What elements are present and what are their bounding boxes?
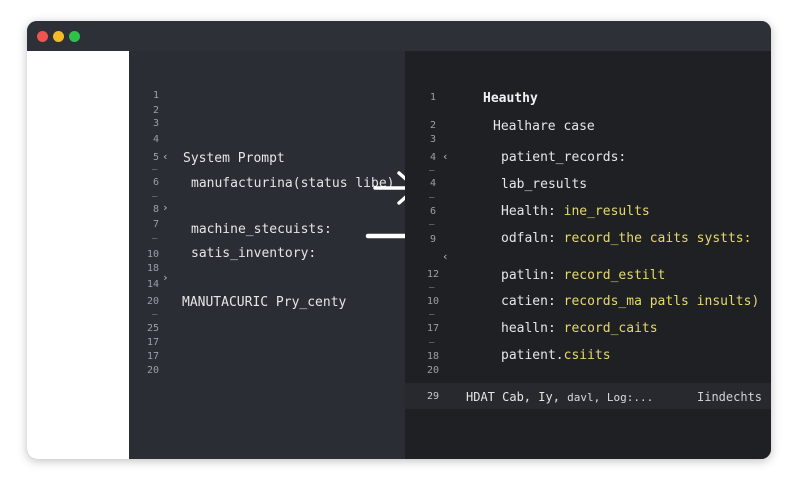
- line-number: 20: [146, 365, 159, 376]
- line-number: 3: [152, 118, 159, 129]
- line-tick: –: [429, 310, 435, 320]
- fold-chevron-icon[interactable]: ‹: [442, 250, 449, 263]
- code-line[interactable]: satis_inventory:: [191, 246, 317, 261]
- fold-chevron-icon[interactable]: ‹: [442, 150, 449, 163]
- fold-chevron-icon[interactable]: ‹: [162, 150, 169, 163]
- right-editor-pane[interactable]: 1 2 3 4 ‹ – 4 – 6 – 9 ‹ 12 – 10 – 17 – 1…: [405, 51, 771, 459]
- status-text: HDAT Cab, Iy, davl, Log:...: [466, 390, 654, 404]
- line-number: 7: [152, 219, 159, 230]
- line-number: 8: [152, 204, 159, 215]
- line-number: 2: [152, 105, 159, 116]
- line-tick: –: [152, 165, 158, 175]
- line-number: 6: [429, 206, 437, 217]
- line-number: 20: [146, 296, 159, 307]
- status-bar: 29 HDAT Cab, Iy, davl, Log:... Iindechts: [405, 383, 771, 409]
- code-line[interactable]: patient.csiits: [501, 348, 611, 363]
- line-number: 10: [426, 296, 440, 307]
- status-right-label[interactable]: Iindechts: [697, 390, 763, 404]
- code-line[interactable]: patlin: record_estilt: [501, 268, 666, 283]
- line-tick: –: [429, 193, 435, 203]
- line-number: 1: [152, 90, 159, 101]
- code-line[interactable]: catien: records_ma patls insults): [501, 294, 760, 309]
- line-number: 5: [152, 152, 159, 163]
- line-number: 4: [429, 178, 437, 189]
- line-number: 14: [146, 279, 159, 290]
- line-number: 12: [426, 269, 440, 280]
- editor-window: 1 2 3 4 5 ‹ – 6 – 8 › 7 – 10 18 › 14 20 …: [27, 21, 771, 459]
- line-number: 17: [426, 323, 440, 334]
- code-line[interactable]: manufacturina(status libe): [191, 176, 395, 191]
- line-tick: –: [429, 220, 435, 230]
- maximize-window-button[interactable]: [69, 31, 80, 42]
- line-number: 20: [426, 365, 440, 376]
- line-tick: –: [429, 283, 435, 293]
- code-line[interactable]: lab_results: [501, 177, 588, 192]
- code-line[interactable]: odfaln: record_the caits systts:: [501, 231, 752, 246]
- code-line[interactable]: machine_stecuists:: [191, 222, 332, 237]
- line-number: 2: [429, 120, 437, 131]
- line-number: 3: [429, 134, 437, 145]
- fold-chevron-icon[interactable]: ›: [162, 271, 169, 284]
- line-tick: –: [152, 192, 158, 202]
- line-number: 17: [146, 351, 159, 362]
- left-editor-pane[interactable]: 1 2 3 4 5 ‹ – 6 – 8 › 7 – 10 18 › 14 20 …: [129, 51, 418, 459]
- line-number: 4: [152, 134, 159, 145]
- line-number: 1: [429, 92, 437, 103]
- line-number: 18: [426, 351, 440, 362]
- code-line[interactable]: patient_records:: [501, 150, 627, 165]
- section-heading: Healhare case: [493, 119, 595, 134]
- fold-chevron-icon[interactable]: ›: [162, 201, 169, 214]
- line-number: 18: [146, 263, 159, 274]
- file-title: Heauthy: [483, 91, 538, 106]
- line-tick: –: [429, 338, 435, 348]
- minimize-window-button[interactable]: [53, 31, 64, 42]
- line-tick: –: [152, 234, 158, 244]
- line-number: 9: [429, 234, 437, 245]
- code-line[interactable]: MANUTACURIC Pry_centy: [182, 295, 347, 310]
- line-tick: –: [152, 310, 158, 320]
- code-line[interactable]: Health: ine_results: [501, 204, 650, 219]
- status-line-number: 29: [426, 391, 440, 402]
- line-number: 6: [152, 177, 159, 188]
- code-line[interactable]: healln: record_caits: [501, 321, 658, 336]
- line-number: 17: [146, 337, 159, 348]
- title-bar: [27, 21, 771, 51]
- code-line[interactable]: System Prompt: [183, 151, 285, 166]
- sidebar: [27, 51, 129, 459]
- line-number: 10: [146, 249, 159, 260]
- line-number: 4: [429, 152, 437, 163]
- line-number: 25: [146, 323, 159, 334]
- close-window-button[interactable]: [37, 31, 48, 42]
- line-tick: –: [429, 166, 435, 176]
